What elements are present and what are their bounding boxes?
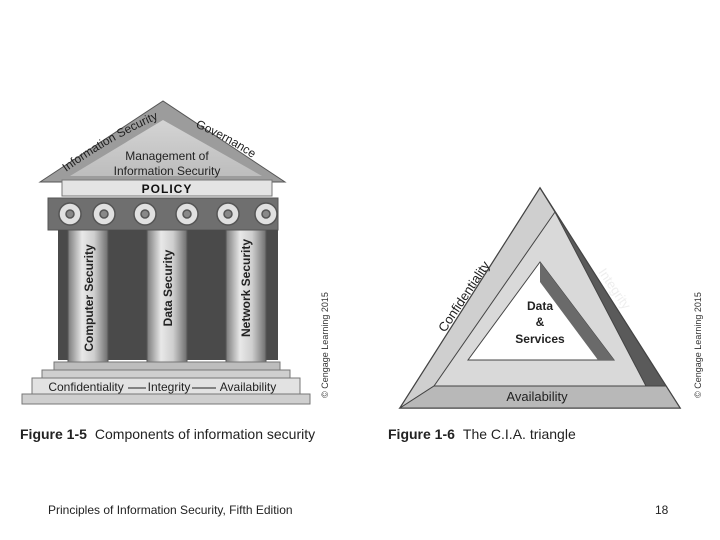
figure-1-5-caption-label: Figure 1-5 — [20, 426, 87, 442]
base-label-integrity: Integrity — [148, 380, 191, 394]
roof-inner — [70, 120, 262, 176]
page-number: 18 — [655, 503, 669, 517]
figure-1-6-caption: Figure 1-6 The C.I.A. triangle — [388, 426, 576, 442]
center-label-ampersand: & — [536, 315, 545, 329]
triangle-side-availability — [398, 385, 681, 409]
figure-1-6-caption-text: The C.I.A. triangle — [462, 426, 576, 442]
policy-label: POLICY — [142, 182, 193, 196]
pillar-data-security — [146, 229, 188, 363]
pillar-label-data-security: Data Security — [161, 249, 175, 326]
copyright-right: © Cengage Learning 2015 — [693, 292, 703, 398]
pillar-label-computer-security: Computer Security — [82, 244, 96, 352]
column-capitals — [58, 202, 278, 226]
pillar-computer-security — [67, 229, 109, 363]
base-step-4 — [21, 393, 311, 405]
triangle-inner-shade — [540, 262, 614, 360]
base-label-confidentiality: Confidentiality — [48, 380, 123, 394]
pillar-network-security — [225, 229, 267, 363]
figure-1-6-caption-label: Figure 1-6 — [388, 426, 455, 442]
figure-1-5-caption: Figure 1-5 Components of information secu… — [20, 426, 315, 442]
center-label-services: Services — [515, 332, 565, 346]
management-label-line2: Information Security — [114, 164, 221, 178]
pillar-label-network-security: Network Security — [239, 239, 253, 337]
copyright-left: © Cengage Learning 2015 — [320, 292, 330, 398]
management-label-line1: Management of — [125, 149, 209, 163]
base-label-availability: Availability — [220, 380, 276, 394]
side-label-availability: Availability — [506, 389, 568, 404]
figure-1-5-caption-text: Components of information security — [94, 426, 316, 442]
security-pillars-figure: Information Security Governance Manageme… — [21, 100, 330, 405]
cia-triangle-figure: Confidentiality Integrity Availability D… — [398, 186, 703, 409]
center-label-data: Data — [527, 299, 553, 313]
base-step-1 — [53, 361, 281, 371]
footer-source: Principles of Information Security, Fift… — [48, 503, 293, 517]
capital-strip — [47, 197, 279, 231]
policy-band — [61, 179, 273, 197]
base-step-2 — [41, 369, 291, 379]
